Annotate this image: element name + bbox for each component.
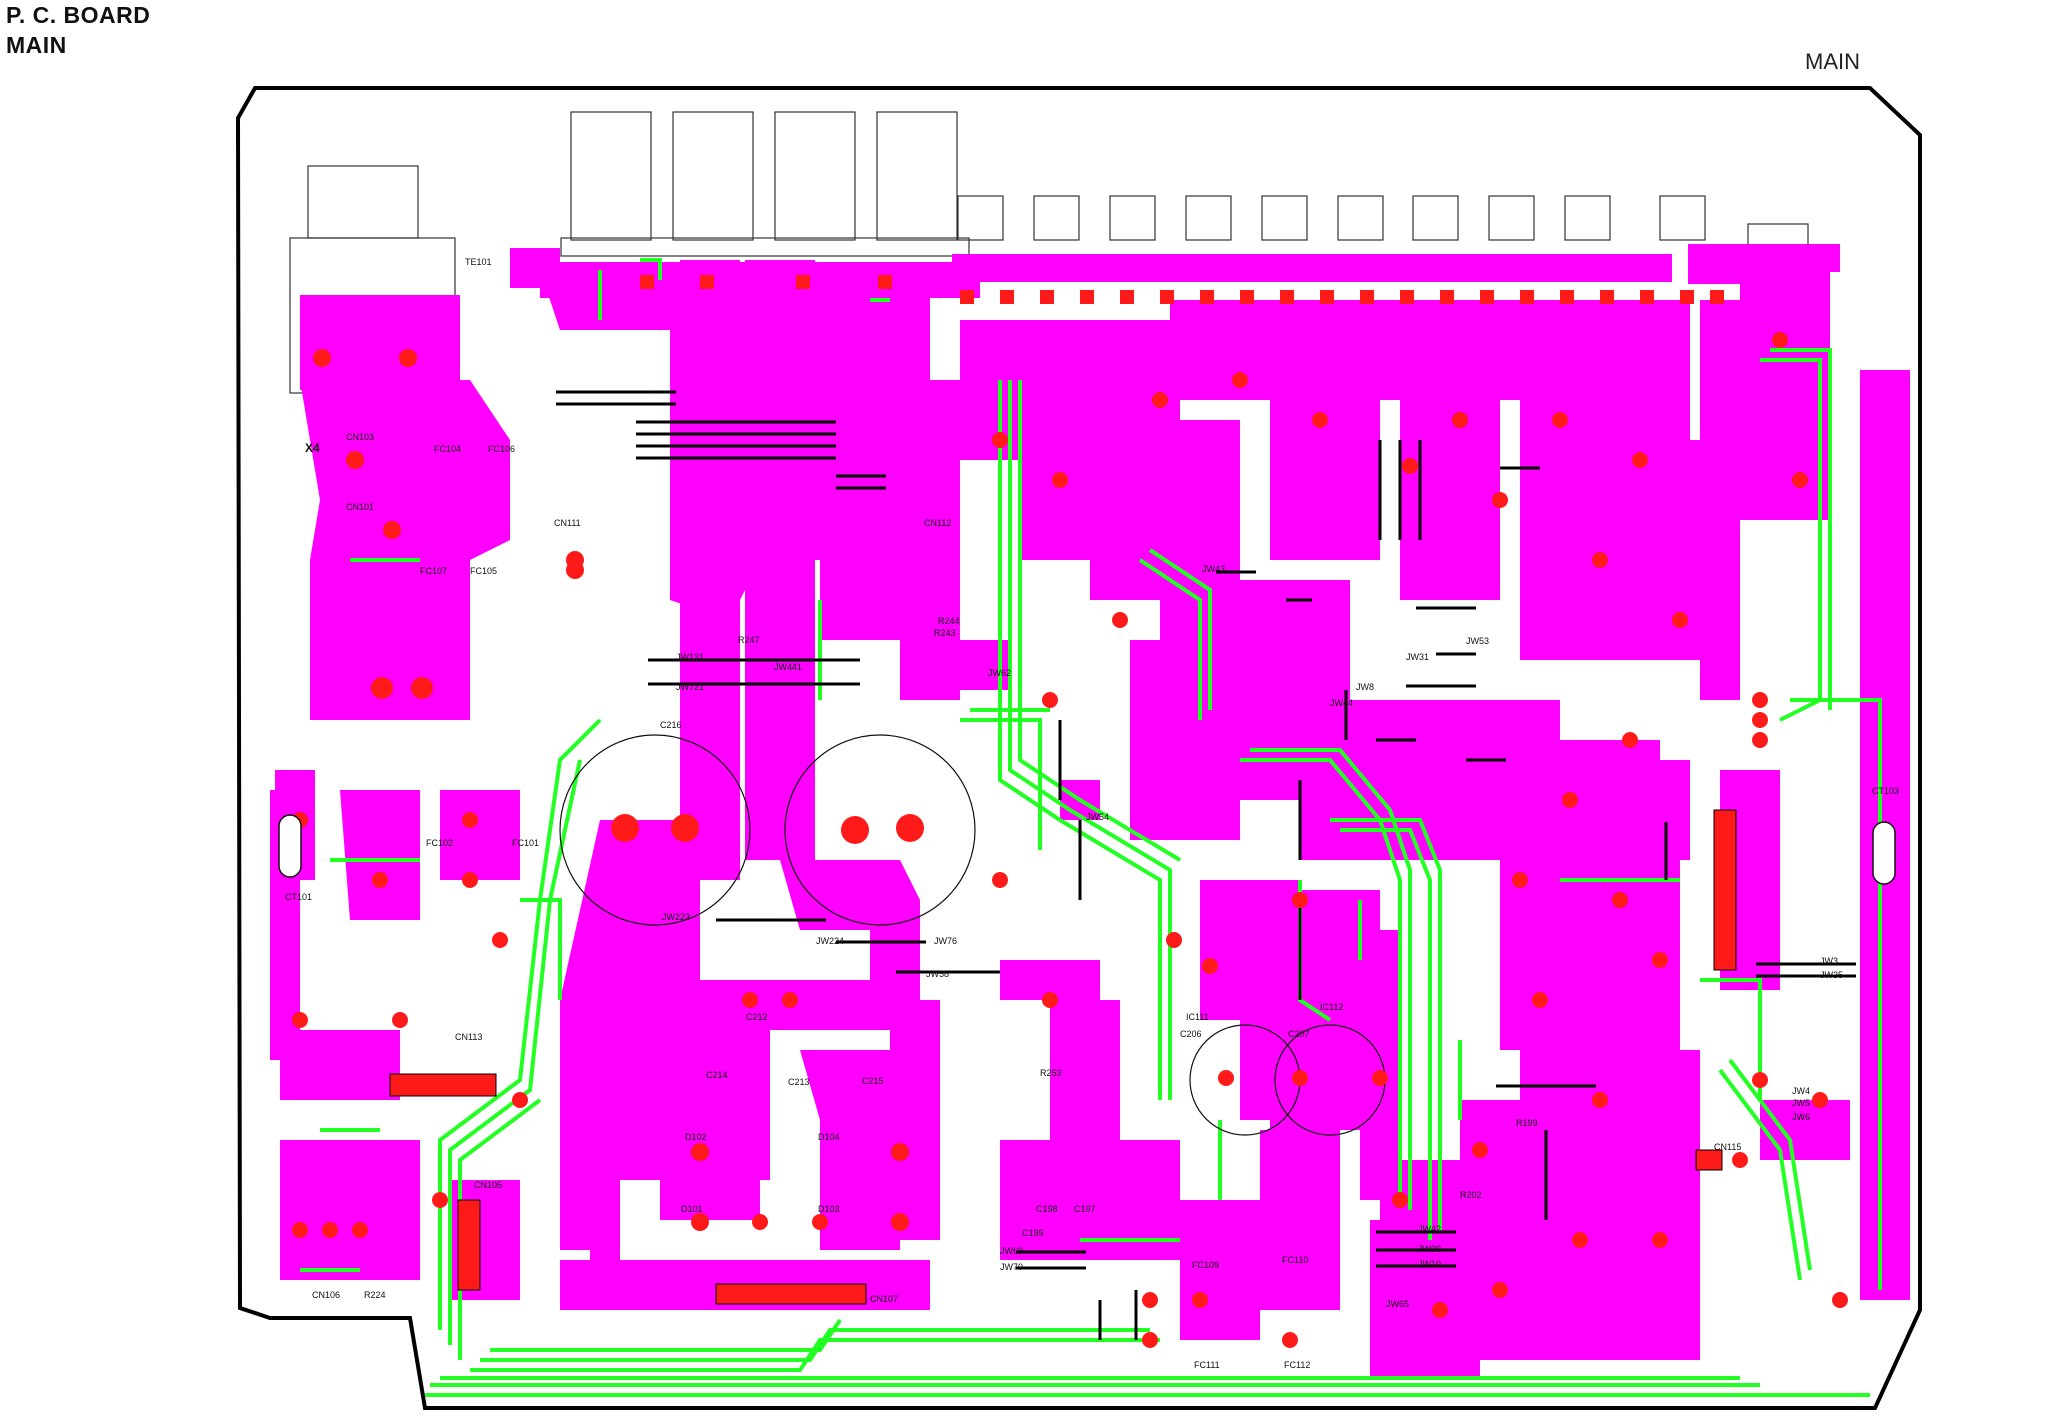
- title-line-2: MAIN: [6, 32, 67, 58]
- label-jw43: JW43: [1202, 564, 1225, 574]
- label-jw224: JW224: [816, 936, 844, 946]
- label-jw721: JW721: [676, 682, 704, 692]
- label-jw62: JW62: [988, 668, 1011, 678]
- label-jw58: JW58: [926, 969, 949, 979]
- label-c216: C216: [660, 720, 682, 730]
- label-jw4: JW4: [1792, 1086, 1810, 1096]
- copper-bottom-layer: [300, 258, 1882, 1397]
- label-c198: C198: [1036, 1204, 1058, 1214]
- label-fc111: FC111: [1194, 1360, 1220, 1370]
- label-jw69: JW69: [1000, 1246, 1023, 1256]
- label-fc104: FC104: [434, 444, 461, 454]
- mounting-slots: [278, 814, 1896, 885]
- label-cn106: CN106: [312, 1290, 340, 1300]
- label-jw39: JW39: [1418, 1244, 1441, 1254]
- label-cn103: CN103: [346, 432, 374, 442]
- label-jw10: JW10: [1418, 1259, 1441, 1269]
- label-cn112: CN112: [924, 518, 951, 528]
- label-d101: D101: [681, 1204, 703, 1214]
- label-fc101: FC101: [512, 838, 539, 848]
- label-x4: X4: [305, 441, 320, 455]
- label-r243: R243: [934, 628, 956, 638]
- label-c206: C206: [1180, 1029, 1202, 1039]
- label-r253: R253: [1040, 1068, 1062, 1078]
- reference-designators: X4 TE101 C216 JW62 CN105 CN106 CN113 CN1…: [285, 257, 1899, 1370]
- label-jw8: JW8: [1356, 682, 1374, 692]
- label-d104: D104: [818, 1132, 840, 1142]
- label-r202: R202: [1460, 1190, 1482, 1200]
- label-jw42: JW42: [1418, 1224, 1441, 1234]
- label-cn107: CN107: [870, 1294, 898, 1304]
- label-ct103: CT103: [1872, 786, 1899, 796]
- label-r244: R244: [938, 616, 960, 626]
- label-cn105: CN105: [474, 1180, 502, 1190]
- label-jw76: JW76: [934, 936, 957, 946]
- label-fc106: FC106: [488, 444, 515, 454]
- label-jw6: JW6: [1792, 1112, 1810, 1122]
- label-jw70: JW70: [1000, 1262, 1023, 1272]
- label-r199: R199: [1516, 1118, 1538, 1128]
- label-te101: TE101: [465, 257, 492, 267]
- label-r224: R224: [364, 1290, 386, 1300]
- label-c197: C197: [1074, 1204, 1096, 1214]
- label-c207: C207: [1288, 1029, 1310, 1039]
- label-jw223: JW223: [662, 912, 690, 922]
- label-jw131: JW131: [676, 652, 704, 662]
- label-ic111: IC111: [1186, 1012, 1209, 1022]
- label-c214: C214: [706, 1070, 728, 1080]
- label-fc110: FC110: [1282, 1255, 1308, 1265]
- label-r247: R247: [738, 635, 760, 645]
- label-jw53: JW53: [1466, 636, 1489, 646]
- board-corner-label: MAIN: [1805, 49, 1860, 74]
- label-fc112: FC112: [1284, 1360, 1310, 1370]
- label-fc102: FC102: [426, 838, 453, 848]
- label-fc107: FC107: [420, 566, 447, 576]
- label-c213: C213: [788, 1077, 810, 1087]
- title-line-1: P. C. BOARD: [6, 2, 151, 28]
- label-jw44: JW44: [1330, 698, 1353, 708]
- label-jw3: JW3: [1820, 956, 1838, 966]
- solder-pads: [292, 275, 1848, 1348]
- label-d102: D102: [685, 1132, 707, 1142]
- label-cn101: CN101: [346, 502, 374, 512]
- label-cn113: CN113: [455, 1032, 482, 1042]
- label-jw5: JW5: [1792, 1098, 1810, 1108]
- label-c199: C199: [1022, 1228, 1044, 1238]
- label-d103: D103: [818, 1204, 840, 1214]
- label-fc105: FC105: [470, 566, 497, 576]
- label-jw31: JW31: [1406, 652, 1429, 662]
- label-jw65: JW65: [1386, 1299, 1409, 1309]
- label-c212: C212: [746, 1012, 768, 1022]
- label-jw441: JW441: [774, 662, 802, 672]
- jumper-wires: [556, 390, 1856, 1340]
- label-fc109: FC109: [1192, 1260, 1219, 1270]
- label-jw35: JW35: [1820, 970, 1843, 980]
- label-cn115: CN115: [1714, 1142, 1741, 1152]
- label-ct101: CT101: [285, 892, 312, 902]
- label-jw54: JW54: [1086, 812, 1109, 822]
- label-cn111: CN111: [554, 518, 581, 528]
- label-ic112: IC112: [1320, 1002, 1343, 1012]
- label-c215: C215: [862, 1076, 884, 1086]
- page-title: P. C. BOARD MAIN: [6, 0, 150, 60]
- pin-headers: [389, 809, 1737, 1305]
